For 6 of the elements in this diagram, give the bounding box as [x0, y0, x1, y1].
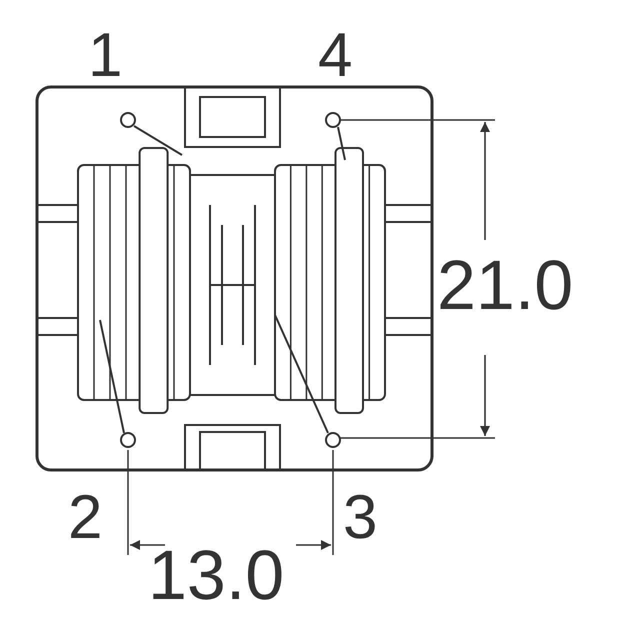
dimension-value: 21.0: [437, 250, 574, 320]
pin-number: 4: [318, 25, 352, 87]
pin-number: 2: [68, 487, 102, 549]
pin-number: 3: [343, 487, 378, 549]
dimension-value: 13.0: [148, 540, 284, 610]
pin-number: 1: [88, 25, 122, 87]
